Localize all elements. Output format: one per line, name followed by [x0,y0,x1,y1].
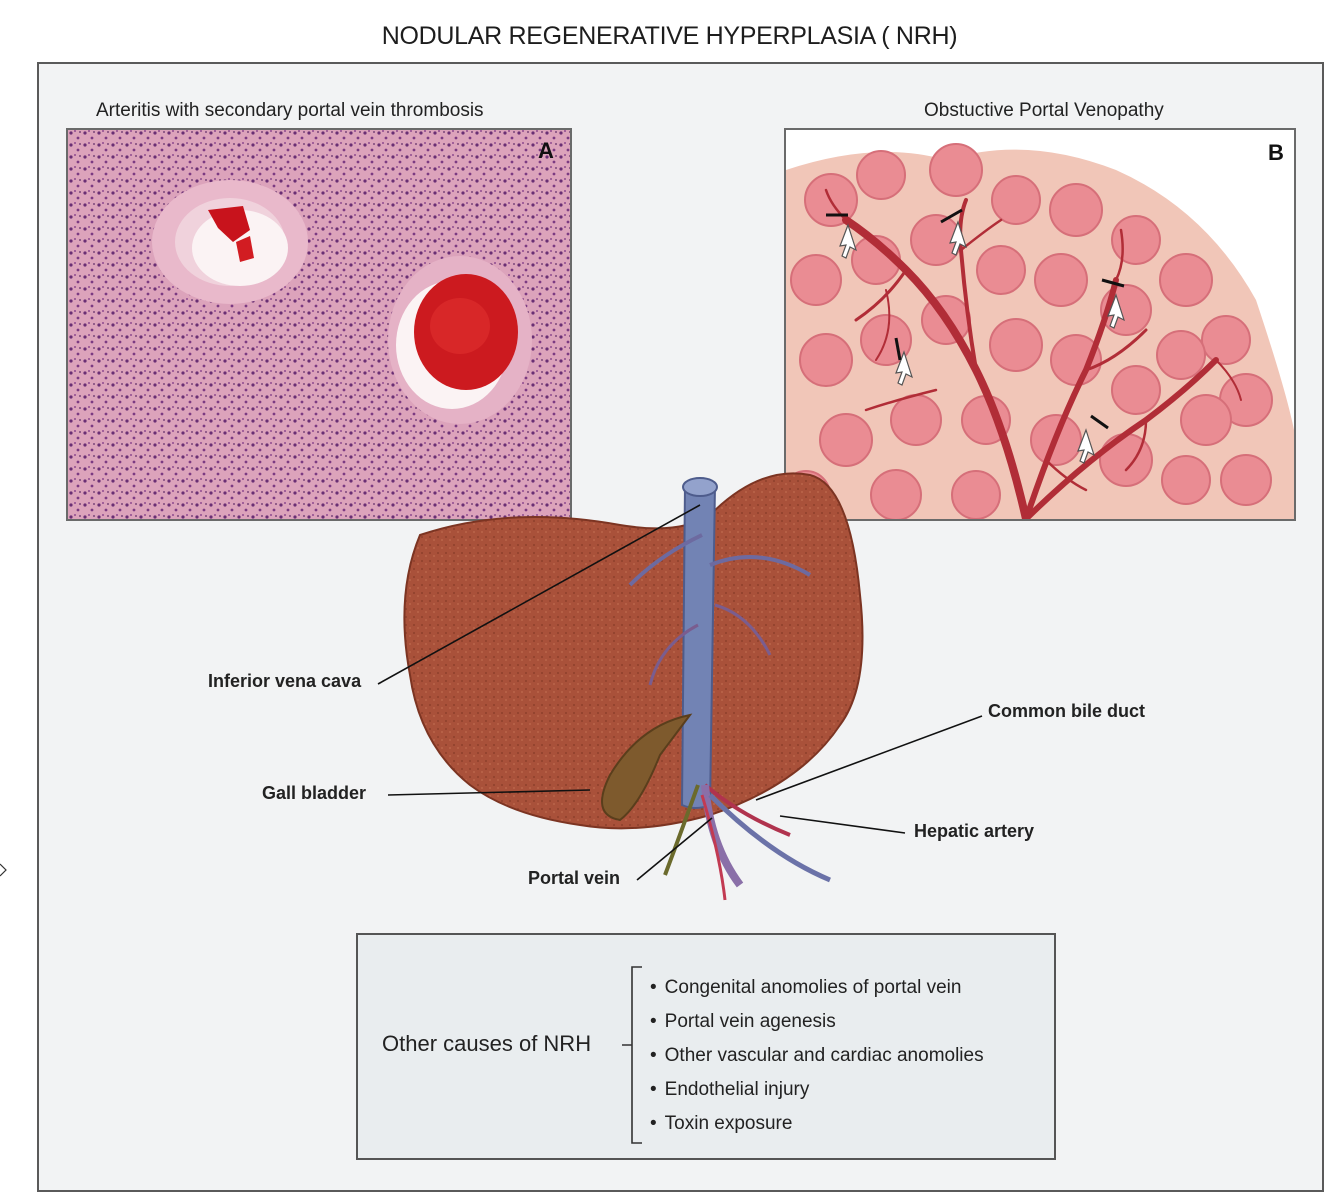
cause-item: Portal vein agenesis [650,1005,984,1039]
cause-item: Congenital anomolies of portal vein [650,971,984,1005]
brace-bracket [620,965,650,1147]
cause-item: Toxin exposure [650,1107,984,1141]
other-causes-list: Congenital anomolies of portal vein Port… [650,971,984,1141]
label-common-bile-duct: Common bile duct [988,701,1145,722]
cause-item: Endothelial injury [650,1073,984,1107]
label-inferior-vena-cava: Inferior vena cava [208,671,361,692]
cause-item: Other vascular and cardiac anomolies [650,1039,984,1073]
other-causes-box: Other causes of NRH Congenital anomolies… [356,933,1056,1160]
edge-mark-icon [0,850,8,890]
label-hepatic-artery: Hepatic artery [914,821,1034,842]
label-gall-bladder: Gall bladder [262,783,366,804]
other-causes-heading: Other causes of NRH [382,1031,591,1057]
label-portal-vein: Portal vein [528,868,620,889]
